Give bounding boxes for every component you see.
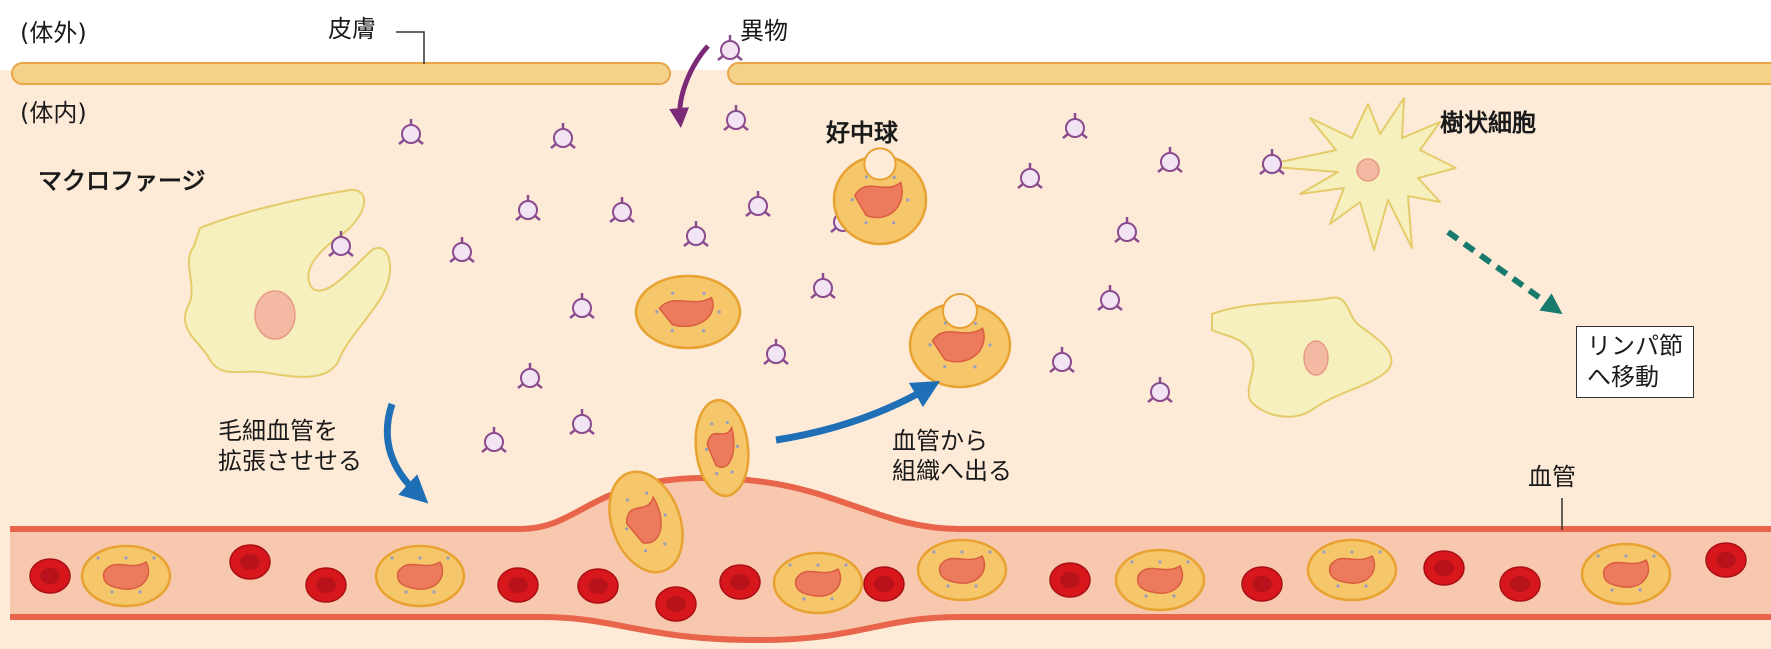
neutrophil-in-vessel — [82, 546, 170, 606]
skin-leader-line — [396, 32, 424, 64]
lymph-node-box: リンパ節 へ移動 — [1576, 326, 1694, 398]
exit-line2: 組織へ出る — [892, 456, 1012, 486]
neutrophil-cell — [636, 276, 740, 348]
neutrophil-in-vessel — [1582, 544, 1670, 604]
red-blood-cell — [498, 568, 538, 602]
dilate-line1: 毛細血管を — [218, 416, 362, 446]
red-blood-cell — [1050, 563, 1090, 597]
dilate-line2: 拡張させせる — [218, 446, 362, 476]
foreign-matter-label: 異物 — [740, 16, 788, 46]
dilate-label: 毛細血管を 拡張させせる — [218, 416, 362, 476]
red-blood-cell — [1242, 567, 1282, 601]
neutrophil-in-vessel — [1116, 550, 1204, 610]
skin-right-segment — [728, 63, 1771, 84]
blood-vessel-label: 血管 — [1528, 462, 1576, 492]
red-blood-cell — [656, 587, 696, 621]
red-blood-cell — [1424, 551, 1464, 585]
dendritic-cell-label: 樹状細胞 — [1440, 108, 1536, 138]
skin-label: 皮膚 — [328, 14, 376, 44]
red-blood-cell — [230, 545, 270, 579]
lymph-node-line1: リンパ節 — [1587, 331, 1683, 362]
exit-line1: 血管から — [892, 426, 1012, 456]
red-blood-cell — [306, 568, 346, 602]
neutrophil-label: 好中球 — [826, 118, 898, 148]
red-blood-cell — [578, 569, 618, 603]
neutrophil-in-vessel — [1308, 540, 1396, 600]
red-blood-cell — [720, 565, 760, 599]
neutrophil-in-vessel — [918, 540, 1006, 600]
neutrophil-in-vessel — [774, 553, 862, 613]
skin-left-segment — [12, 63, 670, 84]
outside-body-label: (体外) — [20, 18, 87, 48]
red-blood-cell — [1500, 567, 1540, 601]
foreign-matter-icon — [718, 35, 742, 60]
red-blood-cell — [864, 567, 904, 601]
red-blood-cell — [1706, 543, 1746, 577]
lymph-node-line2: へ移動 — [1587, 362, 1683, 393]
macrophage-label: マクロファージ — [38, 166, 206, 196]
inside-body-label: (体内) — [20, 98, 87, 128]
red-blood-cell — [30, 559, 70, 593]
exit-label: 血管から 組織へ出る — [892, 426, 1012, 486]
neutrophil-in-vessel — [376, 546, 464, 606]
